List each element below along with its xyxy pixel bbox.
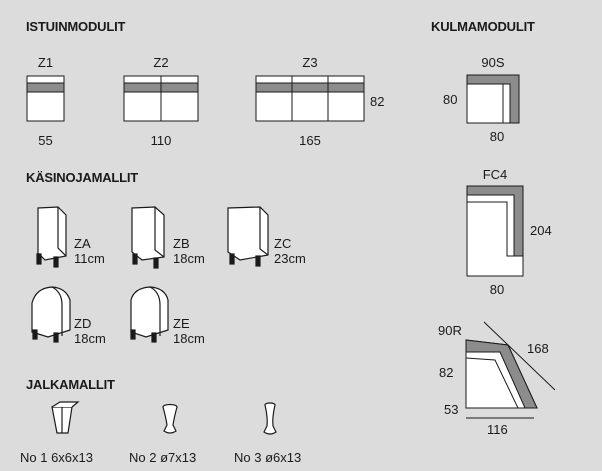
armrest-ze-size: 18cm <box>173 331 205 346</box>
armrest-zd-code: ZD <box>74 316 92 331</box>
leg-no1-label: No 1 6x6x13 <box>20 450 93 465</box>
module-z3-code: Z3 <box>302 55 318 70</box>
module-z1-code: Z1 <box>37 55 54 70</box>
armrest-za-size: 11cm <box>74 251 105 266</box>
armrest-za-label: ZA 11cm <box>74 236 105 266</box>
seat-depth-label: 82 <box>370 94 385 109</box>
corner-90r-bottom: 116 <box>487 422 508 437</box>
armrest-ze-code: ZE <box>173 316 190 331</box>
armrest-zb-label: ZB 18cm <box>173 236 205 266</box>
armrest-za-drawing <box>36 206 67 268</box>
heading-seat-modules: ISTUINMODULIT <box>26 19 126 34</box>
armrest-zd-drawing <box>31 286 71 343</box>
corner-90r-left: 82 <box>439 365 454 380</box>
armrest-zc-drawing <box>227 206 269 267</box>
armrest-zb-drawing <box>131 206 165 269</box>
module-z2-drawing <box>123 75 199 122</box>
module-z2-code: Z2 <box>153 55 169 70</box>
corner-fc4-right: 204 <box>530 223 552 238</box>
armrest-zc-label: ZC 23cm <box>274 236 306 266</box>
leg-no2-label: No 2 ø7x13 <box>129 450 197 465</box>
corner-90r-short: 53 <box>444 402 459 417</box>
heading-leg-models: JALKAMALLIT <box>26 377 115 392</box>
module-z2-width: 110 <box>150 133 172 148</box>
armrest-zc-size: 23cm <box>274 251 306 266</box>
corner-90r-diagonal: 168 <box>527 341 549 356</box>
corner-90r-code: 90R <box>438 323 462 338</box>
corner-90s-left: 80 <box>443 92 458 107</box>
module-z3-width: 165 <box>299 133 321 148</box>
corner-90s-drawing <box>466 74 520 124</box>
armrest-ze-label: ZE 18cm <box>173 316 205 346</box>
armrest-zd-label: ZD 18cm <box>74 316 106 346</box>
leg-no2-drawing <box>162 403 178 434</box>
module-z3-drawing <box>255 75 365 122</box>
armrest-zb-code: ZB <box>173 236 190 251</box>
leg-no1-drawing <box>51 401 80 434</box>
armrest-zb-size: 18cm <box>173 251 205 266</box>
heading-corner-modules: KULMAMODULIT <box>431 19 535 34</box>
armrest-za-code: ZA <box>74 236 91 251</box>
leg-no3-drawing <box>263 402 277 435</box>
corner-90s-code: 90S <box>481 55 505 70</box>
leg-no3-label: No 3 ø6x13 <box>234 450 302 465</box>
corner-fc4-bottom: 80 <box>489 282 505 297</box>
armrest-zd-size: 18cm <box>74 331 106 346</box>
corner-fc4-code: FC4 <box>482 167 508 182</box>
corner-fc4-drawing <box>466 185 524 277</box>
armrest-ze-drawing <box>130 286 169 343</box>
armrest-zc-code: ZC <box>274 236 292 251</box>
corner-90r-drawing <box>465 321 556 419</box>
heading-armrest-models: KÄSINOJAMALLIT <box>26 170 139 185</box>
module-z1-width: 55 <box>38 133 53 148</box>
module-z1-drawing <box>26 75 65 122</box>
corner-90s-bottom: 80 <box>489 129 505 144</box>
